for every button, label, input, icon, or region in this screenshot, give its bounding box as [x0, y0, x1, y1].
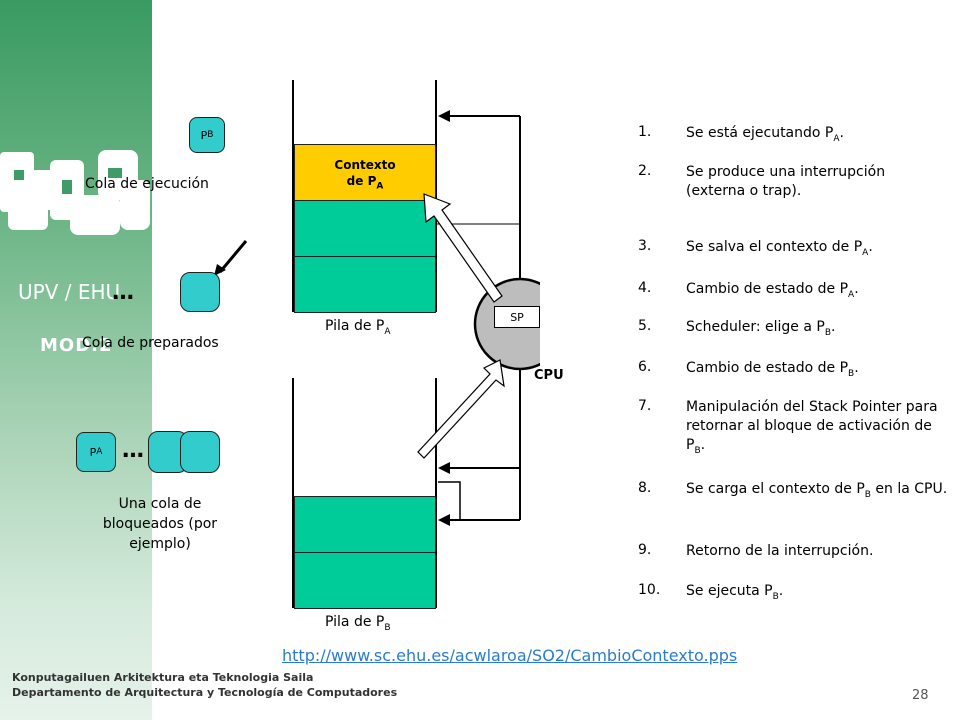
- sidebar-background: [0, 0, 152, 720]
- step-number: 1.: [638, 124, 652, 140]
- step-number: 7.: [638, 398, 652, 414]
- step-text: Se está ejecutando PA.: [686, 125, 844, 144]
- upv-ehu-logo-icon: [0, 150, 150, 235]
- step-number: 3.: [638, 238, 652, 254]
- blocked-queue-node: [180, 431, 220, 473]
- ready-queue-label: Cola de preparados: [82, 335, 219, 351]
- page-number: 28: [912, 688, 929, 703]
- footer-line2: Departamento de Arquitectura y Tecnologí…: [12, 686, 398, 699]
- step-text: Cambio de estado de PA.: [686, 281, 859, 300]
- step-text: Retorno de la interrupción.: [686, 543, 874, 559]
- stack-pointer-register: SP: [494, 306, 540, 328]
- stack-a-frame-block: [294, 256, 436, 313]
- step-number: 5.: [638, 318, 652, 334]
- step-number: 6.: [638, 359, 652, 375]
- step-text: Se ejecuta PB.: [686, 583, 784, 602]
- step-text: Se produce una interrupción (externa o t…: [686, 164, 886, 199]
- cpu-label: CPU: [534, 368, 564, 383]
- step-text: Se salva el contexto de PA.: [686, 239, 873, 258]
- stack-a-label: Pila de PA: [325, 318, 391, 337]
- stack-a-frame: [292, 80, 437, 312]
- step-number: 10.: [638, 582, 661, 598]
- step-text: Manipulación del Stack Pointer para reto…: [686, 399, 938, 456]
- step-number: 8.: [638, 480, 652, 496]
- run-queue-label: Cola de ejecución: [85, 176, 209, 192]
- step-text: Cambio de estado de PB.: [686, 360, 859, 379]
- ready-ellipsis: …: [112, 280, 134, 305]
- module-label: MOD.2: [40, 335, 113, 356]
- context-pa-block: Contexto de PA: [294, 144, 436, 201]
- step-number: 9.: [638, 542, 652, 558]
- footer-line1: Konputagailuen Arkitektura eta Teknologi…: [12, 671, 314, 684]
- logo-name: UPV / EHU: [18, 280, 121, 304]
- context-line1: Contexto: [334, 158, 396, 172]
- stack-b-label: Pila de PB: [325, 614, 391, 633]
- blocked-ellipsis: …: [122, 438, 144, 463]
- stack-b-frame-block: [294, 552, 436, 609]
- cpu-diagram: [417, 110, 540, 526]
- step-number: 2.: [638, 163, 652, 179]
- blocked-queue-label: Una cola de bloqueados (por ejemplo): [102, 496, 218, 552]
- ready-queue-node: [180, 272, 220, 312]
- stack-b-frame-block: [294, 496, 436, 553]
- step-text: Se carga el contexto de PB en la CPU.: [686, 481, 948, 500]
- source-link-text[interactable]: http://www.sc.ehu.es/acwlaroa/SO2/Cambio…: [282, 646, 738, 665]
- arrow-to-ready-icon: [214, 240, 248, 276]
- stack-b-frame: [292, 378, 437, 608]
- context-line2: de PA: [346, 174, 384, 192]
- source-link[interactable]: http://www.sc.ehu.es/acwlaroa/SO2/Cambio…: [282, 646, 737, 665]
- step-text: Scheduler: elige a PB.: [686, 319, 836, 338]
- step-number: 4.: [638, 280, 652, 296]
